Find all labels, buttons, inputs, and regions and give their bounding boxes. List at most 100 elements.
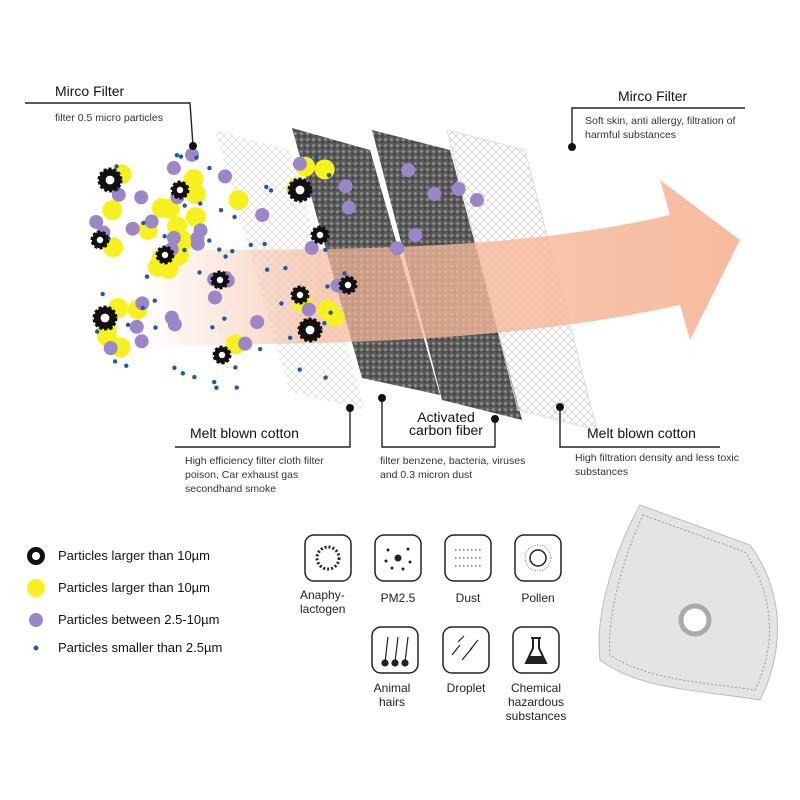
blue-particle — [214, 385, 219, 390]
blue-particle — [125, 322, 131, 328]
black-particle-core — [344, 281, 352, 289]
blue-particle — [124, 363, 129, 368]
blue-particle — [342, 271, 347, 276]
blue-particle — [141, 220, 146, 226]
blue-particle — [153, 325, 158, 330]
dust-icon — [455, 549, 482, 567]
layer1-desc: High efficiency filter cloth filter pois… — [185, 455, 324, 495]
purple-particle — [338, 179, 353, 194]
icon-label: Dust — [455, 591, 481, 605]
layer2-title: Activated carbon fiber — [409, 409, 483, 438]
blue-particle — [268, 188, 274, 193]
purple-particle — [238, 336, 253, 351]
blue-particle — [211, 379, 217, 385]
purple-particle — [341, 200, 356, 215]
blue-particle — [174, 152, 180, 158]
blue-particle — [180, 371, 186, 376]
purple-particle — [129, 319, 144, 334]
blue-particle — [257, 346, 263, 352]
icon-label: Animal hairs — [373, 681, 411, 709]
top-right-title: Mirco Filter — [618, 88, 688, 104]
black-particle-core — [218, 351, 226, 359]
yellow-particle — [151, 198, 172, 219]
black-particle-core — [316, 231, 324, 239]
yellow-particle — [185, 206, 206, 227]
purple-particle — [125, 221, 140, 236]
black-particle-core — [96, 236, 104, 244]
blue-particle — [94, 329, 100, 334]
black-particle-core — [100, 313, 110, 323]
blue-particle — [192, 374, 197, 380]
blue-particle — [140, 305, 146, 311]
black-particle-core — [295, 185, 305, 195]
yellow-particle — [317, 299, 338, 320]
blue-particle — [178, 154, 184, 159]
layer3-desc: High filtration density and less toxic s… — [575, 452, 739, 478]
blue-particle — [182, 203, 187, 208]
blue-particle — [207, 165, 212, 171]
purple-particle — [134, 334, 149, 349]
blue-particle — [248, 242, 253, 248]
purple-particle — [401, 163, 416, 178]
blue-particle — [328, 310, 333, 315]
top-right-desc: Soft skin, anti allergy, filtration of h… — [585, 115, 736, 141]
black-particle-core — [305, 325, 315, 335]
blue-particle — [232, 214, 237, 220]
blue-particle — [233, 365, 238, 370]
pm25-icon — [384, 547, 412, 571]
filter-pad-image — [598, 504, 778, 701]
purple-particle — [103, 341, 118, 356]
blue-particle — [162, 234, 167, 239]
animal-hairs-icon — [381, 636, 409, 667]
yellow-particle — [102, 200, 123, 221]
purple-particle — [208, 290, 223, 305]
legend-item: Particles larger than 10µm — [58, 580, 211, 595]
purple-particle — [390, 241, 405, 256]
blue-particle — [217, 247, 222, 252]
blue-particle — [234, 385, 239, 390]
particles — [89, 147, 484, 390]
layer1-title: Melt blown cotton — [190, 425, 299, 441]
yellow-particle — [183, 169, 204, 190]
legend-item: Particles smaller than 2.5µm — [58, 640, 223, 655]
purple-particle — [190, 236, 205, 251]
legend-item: Particles between 2.5-10µm — [58, 612, 220, 627]
purple-particle — [166, 230, 181, 245]
chemical-icon — [524, 637, 548, 664]
blue-particle — [222, 316, 227, 321]
icon-boxes — [304, 534, 562, 674]
blue-particle — [114, 164, 119, 169]
icon-label: Chemical hazardous substances — [505, 681, 567, 723]
blue-particle — [325, 284, 330, 289]
blue-particle — [279, 301, 284, 306]
top-left-title: Mirco Filter — [55, 83, 125, 99]
blue-particle — [326, 172, 332, 178]
blue-particle — [262, 241, 267, 247]
blue-particle — [172, 365, 177, 371]
layer2-desc: filter benzene, bacteria, viruses and 0.… — [380, 455, 526, 481]
black-particle-core — [216, 276, 224, 284]
blue-particle — [283, 265, 288, 271]
blue-particle — [218, 207, 224, 213]
yellow-particle — [314, 159, 335, 180]
icon-label: Droplet — [446, 681, 486, 695]
purple-particle — [135, 296, 150, 311]
callout-dots — [189, 142, 576, 423]
airflow-arrow — [140, 180, 740, 345]
yellow-particle — [228, 189, 249, 210]
purple-particle — [166, 161, 181, 176]
purple-particle — [292, 156, 307, 171]
purple-particle — [255, 207, 270, 222]
blue-particle — [230, 248, 235, 254]
blue-particle — [197, 270, 202, 275]
purple-particle — [301, 302, 316, 317]
valve-hole — [678, 603, 712, 637]
blue-particle — [152, 298, 157, 303]
yellow-particle — [185, 184, 206, 205]
black-particle-core — [161, 251, 169, 259]
blue-particle — [323, 375, 328, 380]
top-left-desc: filter 0.5 micro particles — [55, 112, 163, 124]
purple-particle — [134, 190, 149, 205]
blue-particle — [323, 247, 328, 252]
